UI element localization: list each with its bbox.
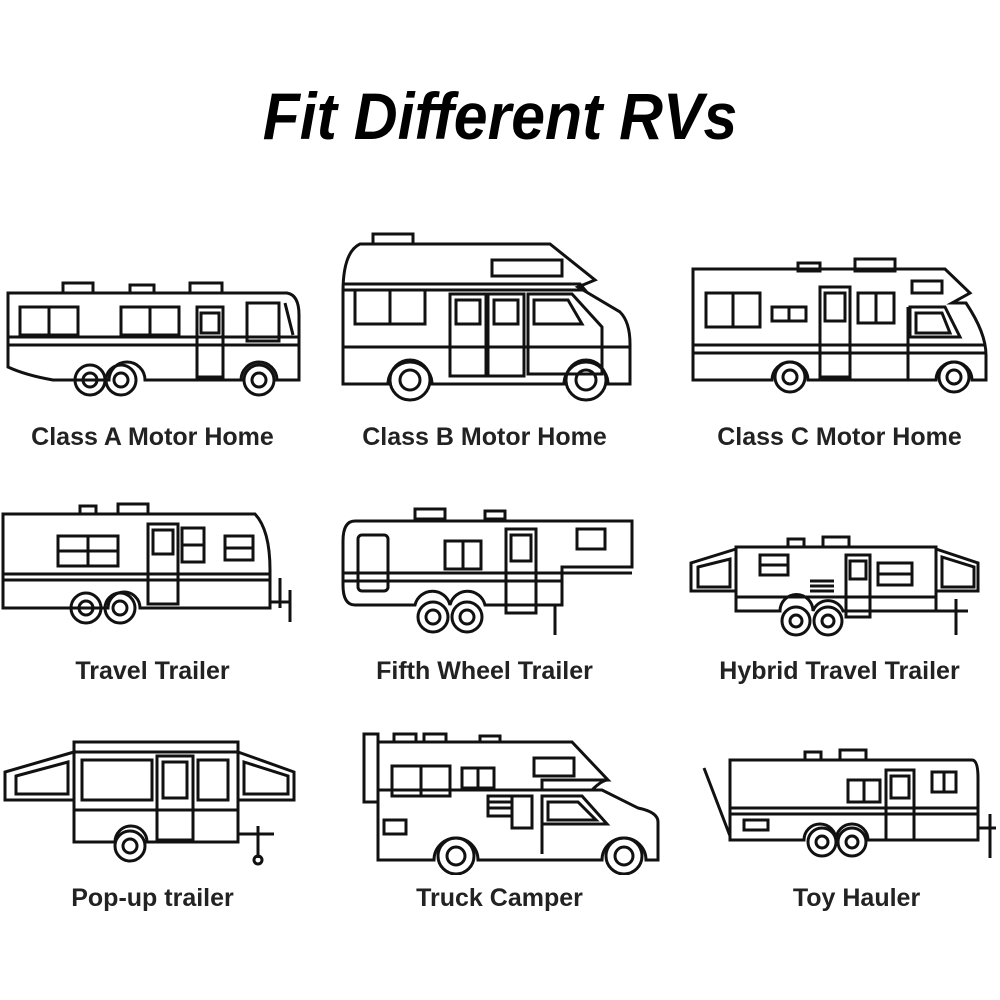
label-travel-trailer: Travel Trailer xyxy=(75,657,230,685)
label-truck-camper: Truck Camper xyxy=(416,884,583,912)
class-a-motorhome-icon xyxy=(5,275,305,400)
page-title: Fit Different RVs xyxy=(262,79,738,153)
label-hybrid: Hybrid Travel Trailer xyxy=(719,657,960,685)
label-class-c: Class C Motor Home xyxy=(717,423,962,451)
label-class-b: Class B Motor Home xyxy=(362,423,607,451)
popup-trailer-icon xyxy=(2,738,300,868)
truck-camper-icon xyxy=(362,730,662,875)
label-fifth-wheel: Fifth Wheel Trailer xyxy=(376,657,593,685)
toy-hauler-icon xyxy=(700,748,1000,863)
label-class-a: Class A Motor Home xyxy=(31,423,274,451)
fifth-wheel-trailer-icon xyxy=(340,505,640,637)
label-popup: Pop-up trailer xyxy=(71,884,234,912)
class-c-motorhome-icon xyxy=(690,255,990,400)
class-b-motorhome-icon xyxy=(340,232,635,404)
label-toy-hauler: Toy Hauler xyxy=(792,884,921,912)
travel-trailer-icon xyxy=(0,500,300,630)
hybrid-travel-trailer-icon xyxy=(688,535,988,640)
